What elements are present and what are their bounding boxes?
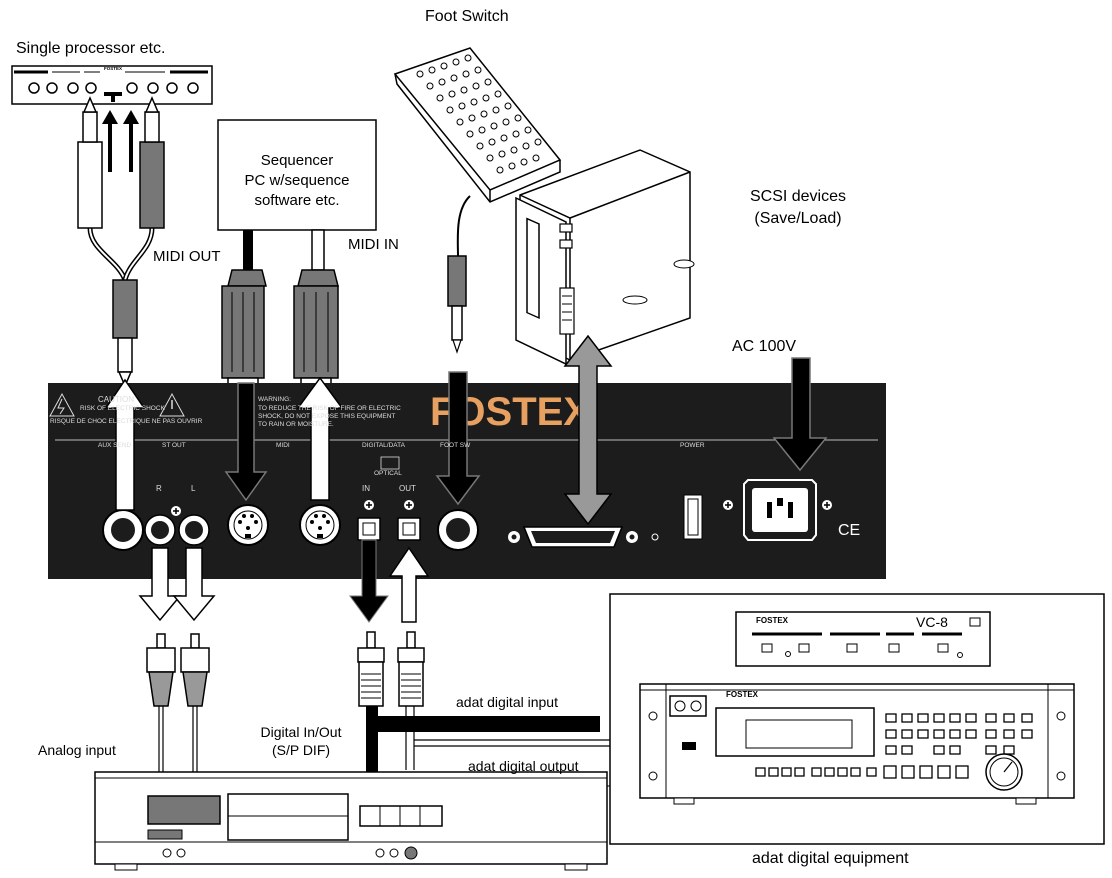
jack-in-label: IN [362,484,370,493]
scsi-sub-label: (Save/Load) [754,210,842,227]
jack-r-label: R [156,484,162,493]
digital-io-label: Digital In/Out [260,724,342,740]
jack-l-label: L [191,484,196,493]
section-foot-sw: FOOT SW [440,442,471,449]
sequencer-label: Sequencer [260,152,334,169]
section-digital-data: DIGITAL/DATA [362,442,405,449]
foot-switch-label: Foot Switch [425,8,509,25]
section-midi: MIDI [276,442,290,449]
vc8-model: VC-8 [916,614,948,630]
panel-caution-line1: RISK OF ELECTRIC SHOCK [80,405,165,412]
panel-caution-title: CAUTION [98,395,134,404]
sequencer-sub-label-2: software etc. [254,192,340,209]
panel-warning-line3: TO RAIN OR MOISTURE. [258,421,334,428]
vc8-brand: FOSTEX [756,616,789,625]
adat-input-label: adat digital input [456,694,558,710]
processor-brand: FOSTEX [104,66,123,71]
adat-equipment-label: adat digital equipment [752,850,909,867]
scsi-label: SCSI devices [749,188,847,205]
ce-mark: CE [838,522,861,539]
sequencer-box [217,119,377,393]
sequencer-sub-label: PC w/sequence [244,172,350,189]
ac-power-label: AC 100V [732,338,797,355]
section-aux-send: AUX SEND [98,442,132,449]
adat-output-label: adat digital output [468,758,579,774]
signal-arrows [104,334,828,623]
optical-plugs [357,631,616,787]
single-processor-device [11,65,213,105]
panel-warning-line1: TO REDUCE THE RISK OF FIRE OR ELECTRIC [258,405,401,412]
panel-caution-line2: RISQUE DE CHOC ELECTRIQUE NE PAS OUVRIR [50,418,203,425]
analog-input-label: Analog input [38,742,116,758]
midi-in-label: MIDI IN [348,236,399,253]
scsi-device [515,149,695,366]
adat-equipment-frame [609,593,1105,845]
y-cable [77,96,165,388]
section-st-out: ST OUT [162,442,186,449]
rca-plugs [146,633,210,800]
section-power: POWER [680,442,705,449]
optical-label: OPTICAL [374,470,402,477]
midi-out-label: MIDI OUT [153,248,221,265]
sp-dif-device [94,771,608,871]
single-processor-label: Single processor etc. [16,40,166,57]
adat-brand: FOSTEX [726,690,759,699]
foot-switch-device [393,47,562,354]
digital-io-sub-label: (S/P DIF) [271,742,331,758]
panel-warning-line2: SHOCK, DO NOT EXPOSE THIS EQUIPMENT [258,413,396,420]
jack-out-label: OUT [399,484,416,493]
panel-warning-title: WARNING: [258,396,291,403]
